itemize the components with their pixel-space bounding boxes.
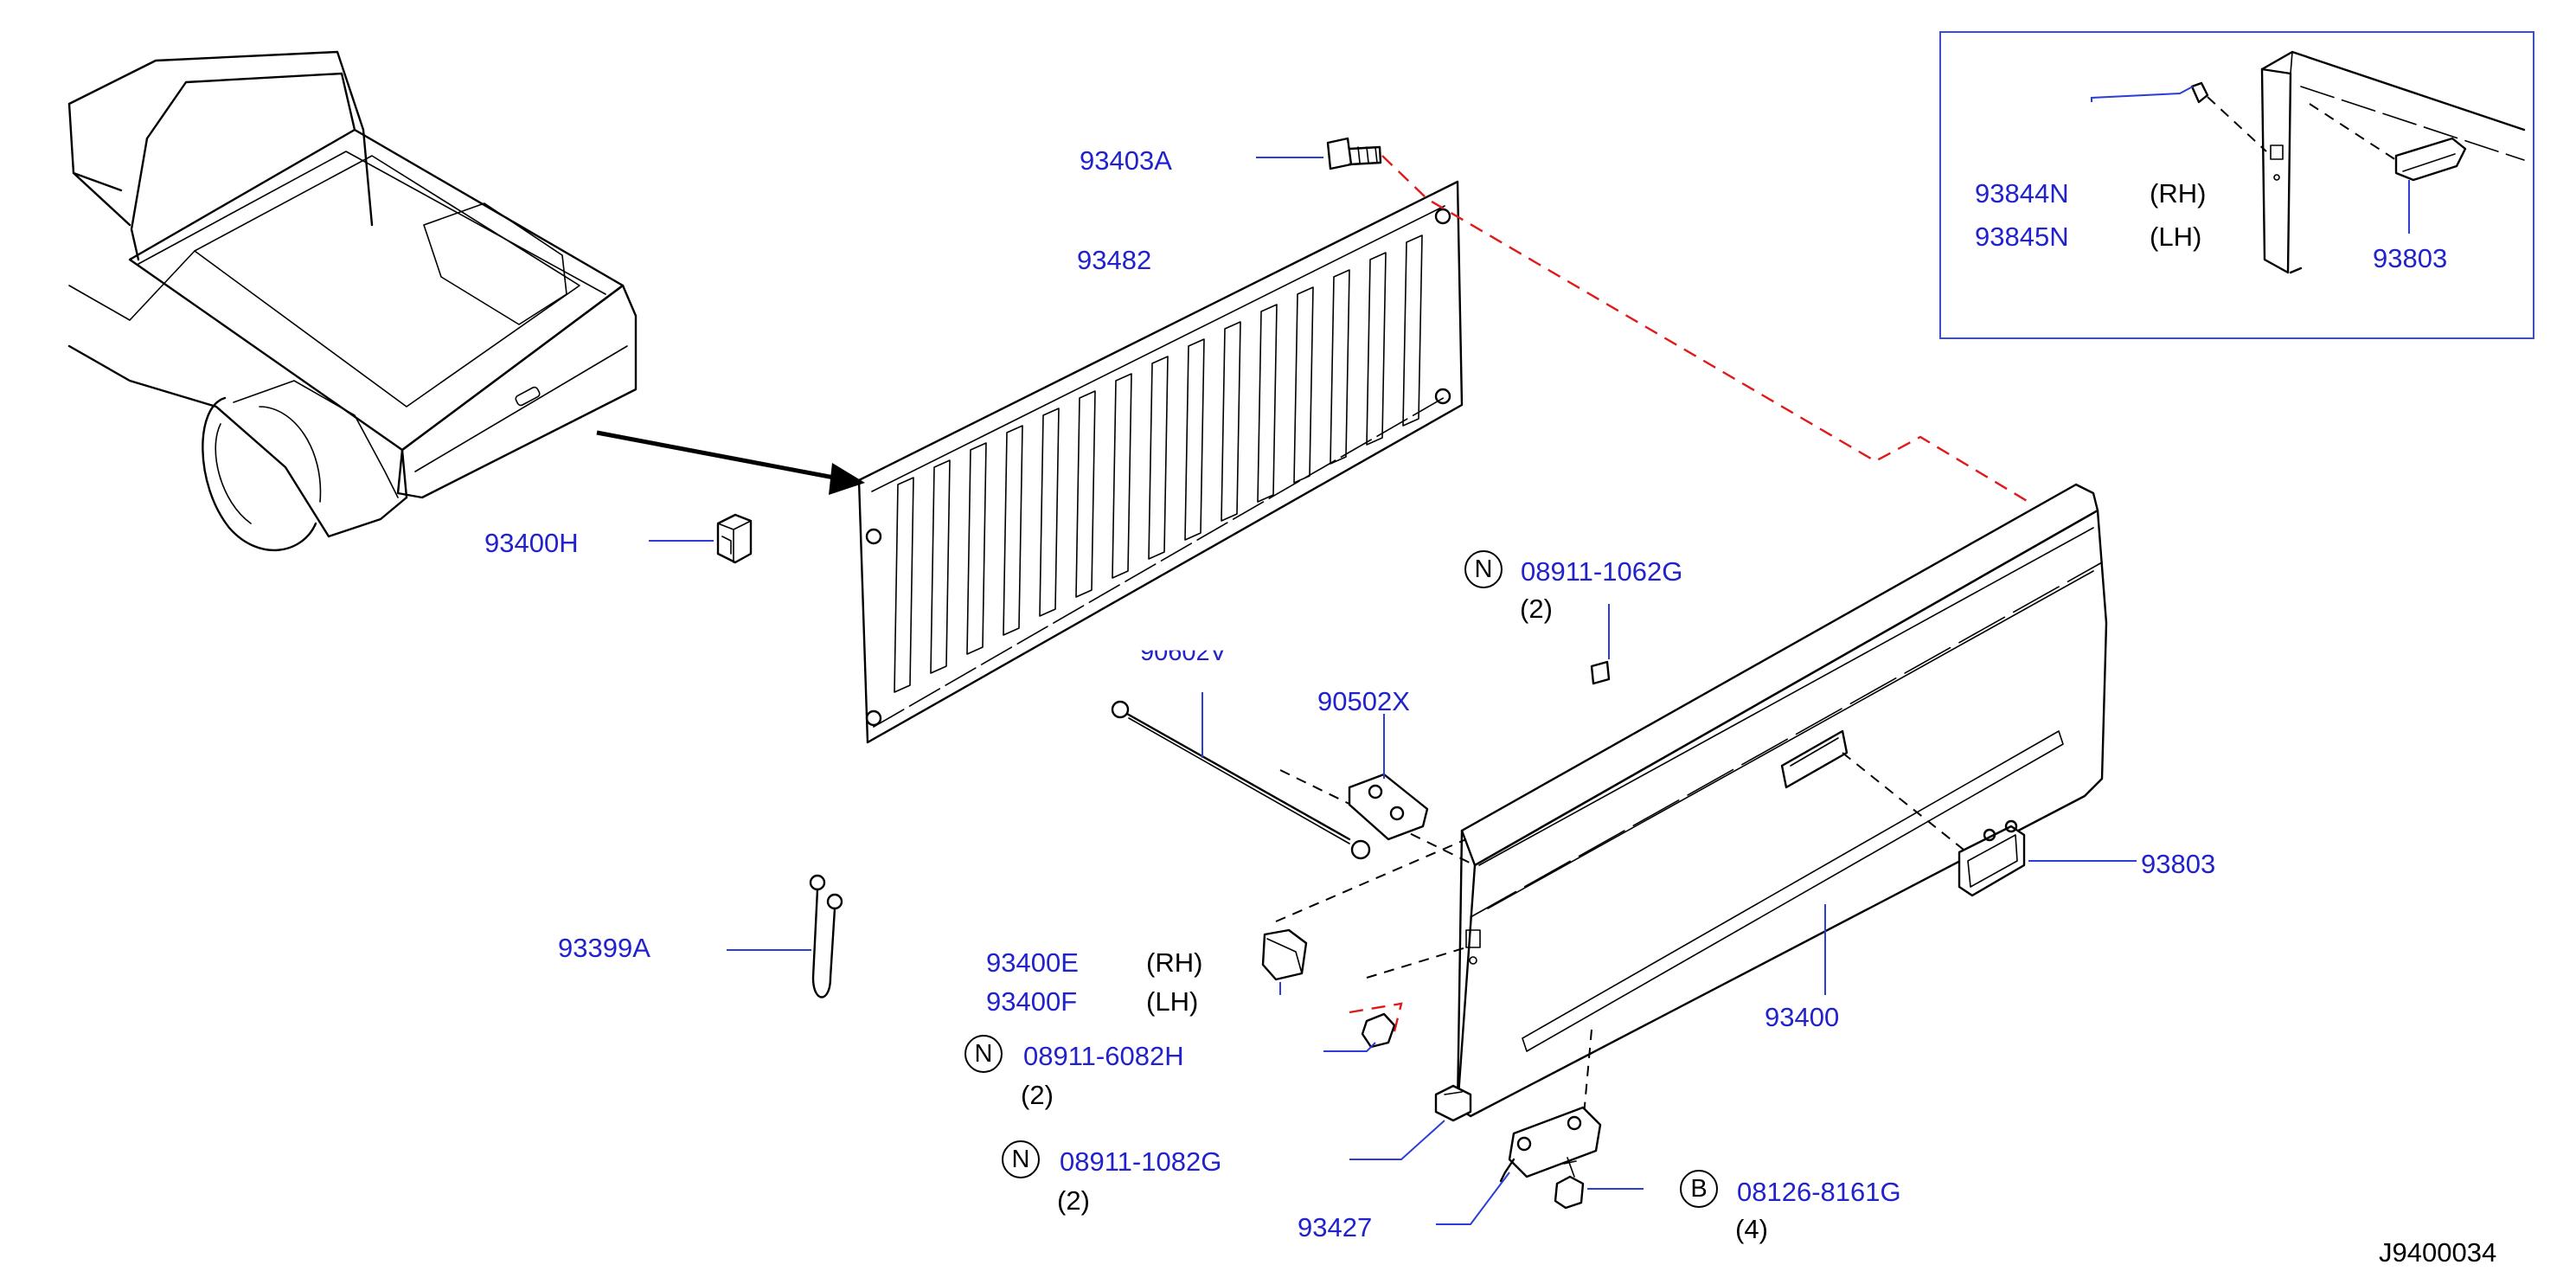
label-93845N[interactable]: 93845N bbox=[1975, 221, 2069, 252]
cap-93400E-drawing bbox=[1261, 928, 1308, 981]
diagram-id: J9400034 bbox=[2379, 1237, 2497, 1268]
nut-symbol: N bbox=[1464, 550, 1503, 588]
label-93400E-side: (RH) bbox=[1146, 947, 1203, 978]
label-08911-1082G[interactable]: 08911-1082G bbox=[1060, 1146, 1222, 1177]
cable-93399A-drawing bbox=[809, 874, 843, 998]
bolt-93403A-drawing bbox=[1326, 137, 1382, 170]
label-08911-6082H-qty: (2) bbox=[1021, 1080, 1054, 1110]
label-inset-93803[interactable]: 93803 bbox=[2373, 243, 2448, 273]
nut-6082H-drawing bbox=[1361, 1012, 1396, 1049]
truck-illustration bbox=[67, 50, 638, 551]
label-93400F[interactable]: 93400F bbox=[986, 986, 1078, 1017]
leader-93844N bbox=[2091, 86, 2194, 102]
dash-line-3 bbox=[1842, 752, 1973, 857]
inset-drawing bbox=[2190, 50, 2526, 274]
dash-line-2 bbox=[1275, 838, 1467, 922]
screw-1062G-drawing bbox=[1590, 660, 1611, 685]
handle-93803-drawing bbox=[1958, 819, 2026, 897]
label-08911-6082H[interactable]: 08911-6082H bbox=[1023, 1041, 1184, 1071]
inset-frame bbox=[1939, 31, 2534, 339]
bolt-8161G-drawing bbox=[1554, 1157, 1585, 1210]
nut-symbol: N bbox=[964, 1035, 1003, 1073]
label-93844N[interactable]: 93844N bbox=[1975, 178, 2069, 209]
cable-90602-drawing bbox=[1111, 700, 1371, 860]
panel-93482-drawing bbox=[857, 180, 1464, 744]
leader-08911-1082G bbox=[1349, 1120, 1445, 1160]
label-08126-8161G-qty: (4) bbox=[1735, 1214, 1768, 1244]
label-93399A[interactable]: 93399A bbox=[558, 933, 650, 963]
label-93482[interactable]: 93482 bbox=[1077, 245, 1152, 275]
label-93400H[interactable]: 93400H bbox=[484, 528, 579, 558]
phantom-line bbox=[1381, 155, 2029, 504]
nut-1082G-drawing bbox=[1434, 1084, 1472, 1122]
label-93803[interactable]: 93803 bbox=[2141, 849, 2216, 879]
label-90602[interactable]: 90602V bbox=[1140, 639, 1227, 666]
label-08126-8161G[interactable]: 08126-8161G bbox=[1737, 1177, 1901, 1207]
dash-line-4 bbox=[1366, 947, 1467, 979]
nut-symbol: N bbox=[1002, 1140, 1040, 1178]
phantom-line-2 bbox=[1349, 1002, 1403, 1039]
label-93844N-side: (RH) bbox=[2150, 178, 2207, 209]
arrowhead-icon bbox=[829, 463, 865, 495]
label-93400[interactable]: 93400 bbox=[1765, 1002, 1840, 1032]
label-93845N-side: (LH) bbox=[2150, 221, 2202, 252]
hinge-93427-drawing bbox=[1499, 1106, 1602, 1183]
label-08911-1082G-qty: (2) bbox=[1057, 1185, 1090, 1216]
label-93403A[interactable]: 93403A bbox=[1080, 145, 1172, 176]
label-93400F-side: (LH) bbox=[1146, 986, 1199, 1017]
bolt-symbol: B bbox=[1680, 1170, 1718, 1208]
label-93427[interactable]: 93427 bbox=[1298, 1212, 1373, 1242]
label-90502X[interactable]: 90502X bbox=[1317, 686, 1410, 716]
label-08911-1062G-qty: (2) bbox=[1520, 594, 1553, 624]
inset-dash-1 bbox=[2207, 96, 2267, 152]
leader-93427 bbox=[1436, 1172, 1510, 1225]
clip-93400H-drawing bbox=[716, 513, 753, 564]
label-08911-1062G[interactable]: 08911-1062G bbox=[1521, 556, 1683, 587]
leader-08911-6082H bbox=[1323, 1042, 1376, 1052]
bracket-90502X-drawing bbox=[1348, 773, 1429, 841]
direction-arrow bbox=[596, 430, 849, 483]
label-93400E[interactable]: 93400E bbox=[986, 947, 1079, 978]
